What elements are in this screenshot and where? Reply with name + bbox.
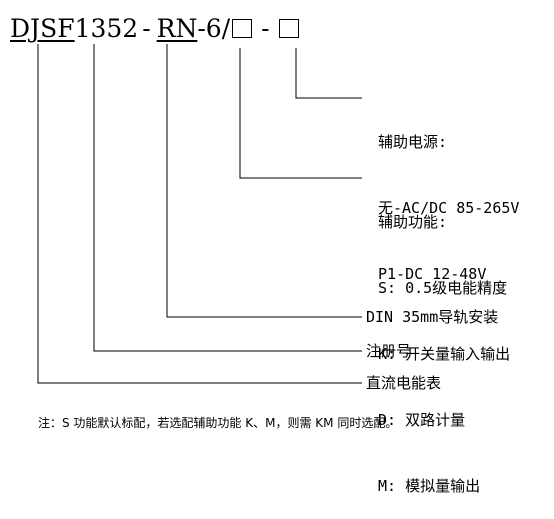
registration-label: 注册号: [366, 342, 412, 360]
code-suffix: -6/: [197, 14, 231, 43]
connector-lines: [37, 44, 362, 384]
code-dj: DJ: [10, 14, 41, 43]
option-box-power: [278, 19, 299, 38]
option-box-function: [232, 19, 253, 38]
aux-function-item: D: 双路计量: [378, 411, 466, 429]
footnote: 注：S 功能默认标配，若选配辅助功能 K、M，则需 KM 同时选配。: [38, 416, 398, 430]
leader-registration: [93, 44, 362, 352]
code-number: 1352: [74, 14, 139, 43]
leader-aux-power: [295, 48, 362, 99]
aux-function-item: S: 0.5级电能精度: [378, 279, 508, 297]
dc-meter-label: 直流电能表: [366, 374, 442, 392]
aux-power-block: 辅助电源: 无-AC/DC 85-265V P1-DC 12-48V: [378, 87, 519, 307]
aux-function-block: 辅助功能: S: 0.5级电能精度 K: 开关量输入输出 D: 双路计量 M: …: [378, 167, 510, 519]
code-dash-2: -: [261, 14, 270, 43]
aux-function-item: K: 开关量输入输出: [378, 345, 511, 363]
aux-power-option-none: 无-AC/DC 85-265V: [378, 199, 520, 217]
code-rn: RN: [156, 14, 198, 43]
aux-power-title: 辅助电源:: [378, 133, 448, 151]
leader-aux-function: [239, 48, 362, 179]
aux-function-item: M: 模拟量输出: [378, 477, 481, 495]
aux-power-option-p1: P1-DC 12-48V: [378, 265, 487, 283]
din-rail-label: DIN 35mm导轨安装: [366, 308, 499, 326]
aux-function-title: 辅助功能:: [378, 213, 448, 231]
leader-dc-meter: [37, 44, 362, 384]
code-dash: -: [142, 14, 151, 43]
leader-din: [166, 44, 362, 318]
code-sf: SF: [40, 14, 75, 43]
model-code: DJSF1352-RN-6/-: [10, 14, 299, 43]
